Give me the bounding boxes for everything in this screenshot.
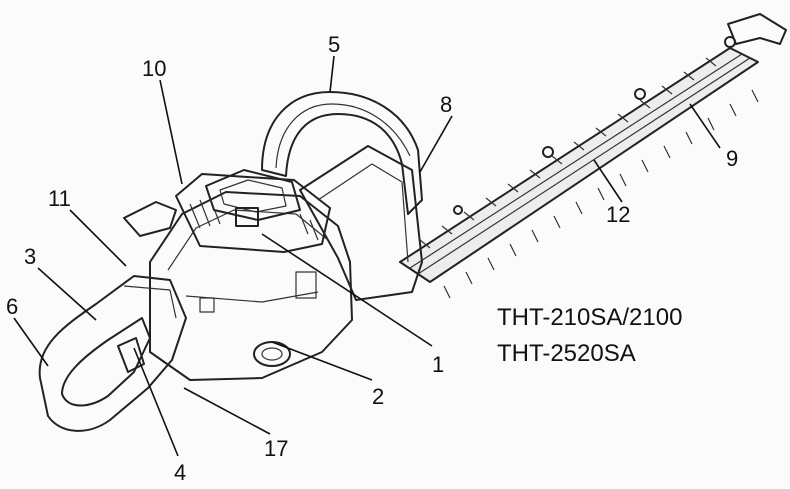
throttle-trigger	[117, 337, 145, 373]
model-label-2: THT-2520SA	[497, 340, 636, 367]
callout-numbers: 1 2 3 4 5 6 8 9 10 11 12 17	[6, 32, 738, 485]
blade-assembly	[399, 13, 787, 299]
callout-8: 8	[440, 92, 452, 117]
fuel-cap	[123, 201, 177, 237]
rear-handle	[38, 275, 187, 432]
callout-10: 10	[142, 56, 166, 81]
callout-6: 6	[6, 294, 18, 319]
leader-lines	[13, 55, 721, 457]
callout-2: 2	[372, 384, 384, 409]
callout-11: 11	[48, 186, 71, 211]
callout-5: 5	[328, 32, 340, 57]
callout-12: 12	[606, 202, 630, 227]
starter-knob	[253, 341, 291, 367]
front-handle	[261, 91, 423, 215]
engine-body	[149, 191, 353, 381]
callout-3: 3	[24, 244, 36, 269]
blade-teeth-upper	[419, 57, 717, 249]
callout-1: 1	[432, 352, 444, 377]
gear-housing	[299, 145, 423, 301]
blade-teeth-lower	[443, 89, 759, 299]
callout-17: 17	[264, 436, 288, 461]
cylinder-cover	[175, 169, 331, 253]
callout-4: 4	[174, 460, 186, 485]
model-label-1: THT-210SA/2100	[497, 304, 683, 331]
callout-9: 9	[726, 146, 738, 171]
